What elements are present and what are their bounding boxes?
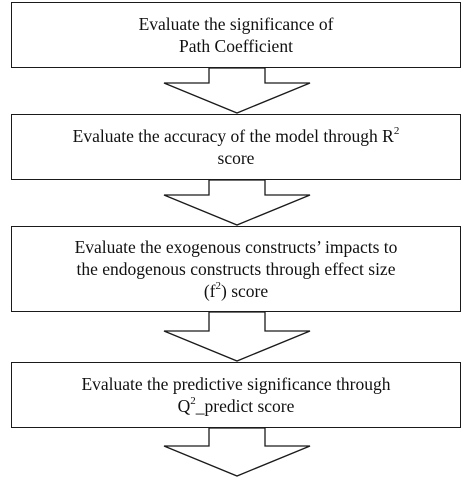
step-4-superscript: 2: [190, 395, 196, 408]
step-2-line-2: score: [217, 148, 255, 168]
step-3-line-3-text: ) score: [221, 281, 269, 301]
step-3-superscript: 2: [215, 280, 222, 293]
step-box-1: Evaluate the significance of Path Coeffi…: [11, 2, 461, 68]
step-4-line-2-text: _predict score: [195, 396, 295, 416]
step-box-2: Evaluate the accuracy of the model throu…: [11, 114, 461, 180]
step-1-line-2: Path Coefficient: [179, 36, 293, 56]
step-box-3: Evaluate the exogenous constructs’ impac…: [11, 226, 461, 312]
step-3-line-2: the endogenous constructs through effect…: [76, 259, 396, 279]
step-3-line-3: (f2) score: [204, 280, 268, 302]
step-2-line-1: Evaluate the accuracy of the model throu…: [73, 125, 400, 147]
step-1-line-1: Evaluate the significance of: [138, 14, 334, 34]
step-4-line-2: Q2_predict score: [178, 395, 295, 417]
step-4-line-2-prefix: Q: [177, 396, 191, 416]
step-3-line-1: Evaluate the exogenous constructs’ impac…: [74, 237, 398, 257]
step-box-4: Evaluate the predictive significance thr…: [11, 362, 461, 428]
step-4-line-1: Evaluate the predictive significance thr…: [81, 374, 391, 394]
step-2-superscript: 2: [393, 125, 400, 138]
step-3-line-3-prefix: (f: [203, 281, 216, 301]
step-2-line-1-text: Evaluate the accuracy of the model throu…: [72, 126, 394, 146]
